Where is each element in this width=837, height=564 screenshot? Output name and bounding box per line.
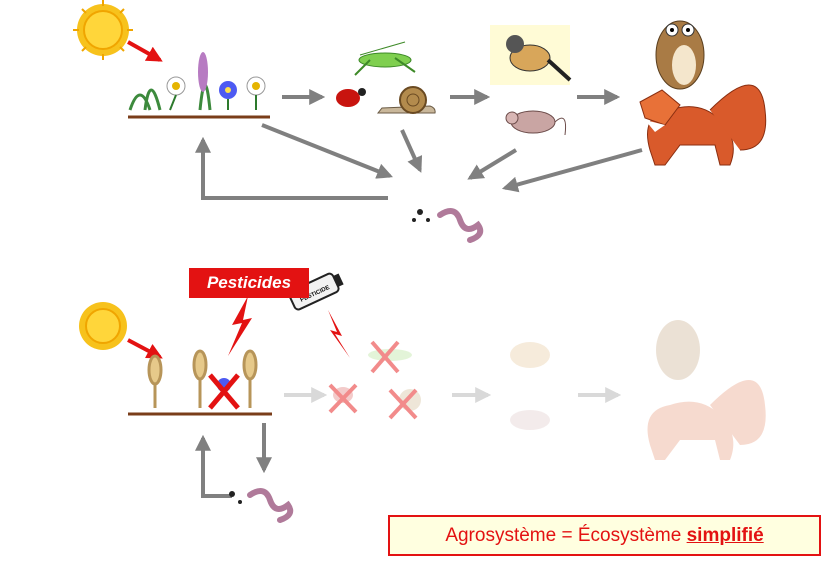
sun-icon [73,0,133,60]
grasshopper-icon [354,41,416,76]
worm-icon-bottom [229,488,294,523]
faded-crosses [328,340,418,420]
faded-chain [333,320,766,460]
lightning-icon-2 [328,310,350,358]
snail-icon [376,86,436,114]
cross-icon [208,373,240,410]
bottom-loop-arrows [195,423,272,498]
lightning-icon [228,296,252,356]
mouse-icon [505,110,566,136]
sun-icon-bottom [79,302,127,350]
worm-icon [412,208,484,243]
conclusion-emphasis: simplifié [686,525,764,546]
bird-icon [490,25,572,85]
flowers-icon [128,52,266,111]
conclusion-box: Agrosystème = Écosystème simplifié [388,515,821,556]
conclusion-text: Agrosystème = Écosystème [445,525,687,546]
pesticides-label: Pesticides [189,268,309,298]
sun-arrow-bottom [127,338,163,359]
owl-icon [655,20,705,90]
wheat-icon [147,349,258,408]
beetle-icon [336,88,366,107]
sun-arrow [127,40,163,62]
top-arrows [195,89,643,200]
fox-icon [639,84,767,166]
